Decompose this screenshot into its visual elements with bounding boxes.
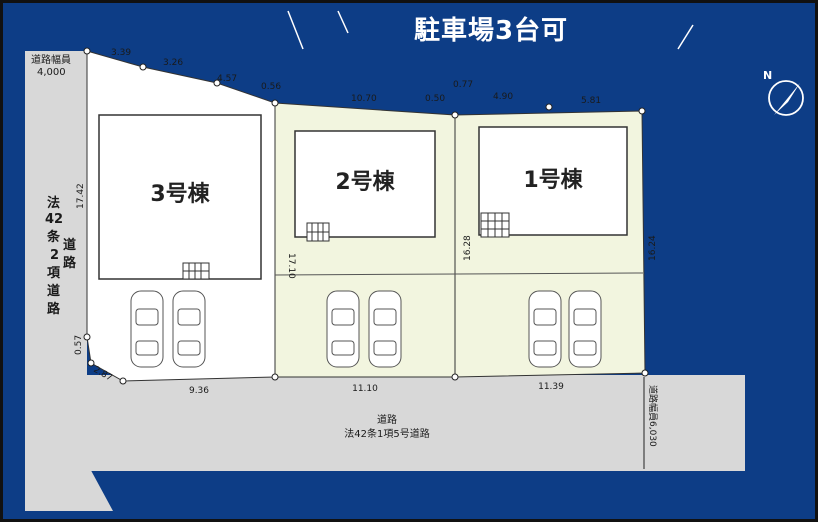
svg-text:42: 42 — [45, 212, 63, 227]
car-icon — [130, 290, 164, 368]
left-road — [25, 51, 113, 511]
dim-top-9: 5.81 — [581, 96, 601, 106]
svg-text:2: 2 — [50, 248, 59, 263]
car-icon — [528, 290, 562, 368]
building-3 — [98, 114, 262, 280]
svg-text:条: 条 — [47, 229, 61, 245]
car-icon — [326, 290, 360, 368]
left-road-width-label: 道路幅員 — [31, 53, 71, 66]
right-road-width: 道路幅員6,030 — [647, 385, 659, 447]
dim-top-3: 4.57 — [217, 74, 237, 84]
dim-lot2-bottom: 11.10 — [352, 384, 378, 394]
bottom-road-name: 道路 — [377, 413, 397, 426]
dim-top-1: 3.39 — [111, 48, 131, 58]
compass-north-label: N — [763, 69, 772, 82]
svg-text:道: 道 — [47, 283, 60, 299]
dim-lot1-right: 16.24 — [648, 235, 658, 261]
entrance-icon — [480, 212, 510, 238]
left-road-type: 法 42 条 2 項 道 路 道 路 — [45, 195, 77, 317]
dim-lot2-side: 17.10 — [286, 253, 296, 279]
dim-top-8: 4.90 — [493, 92, 513, 102]
car-icon — [172, 290, 206, 368]
dim-top-2: 3.26 — [163, 58, 183, 68]
parked-cars — [130, 290, 602, 368]
house-1-label: 1号棟 — [523, 167, 583, 193]
decor-line — [337, 10, 349, 34]
boundary-points — [83, 47, 649, 385]
dim-lot1-bottom: 11.39 — [538, 382, 564, 392]
dim-lot3-corner-a: 0.57 — [74, 335, 84, 355]
page-title: 駐車場3台可 — [414, 15, 568, 46]
car-icon — [368, 290, 402, 368]
house-2-label: 2号棟 — [335, 169, 395, 195]
dim-top-7: 0.77 — [453, 80, 473, 90]
building-2 — [294, 130, 436, 238]
svg-text:路: 路 — [47, 301, 61, 317]
dim-top-4: 0.56 — [261, 82, 281, 92]
bottom-road-type: 法42条1項5号道路 — [344, 427, 429, 440]
svg-text:法: 法 — [47, 195, 60, 211]
svg-text:路: 路 — [63, 255, 77, 271]
dim-lot3-left: 17.42 — [76, 183, 86, 209]
entrance-icon — [306, 222, 330, 242]
entrance-icon — [182, 262, 210, 280]
dim-lot1-left: 16.28 — [463, 235, 473, 261]
svg-text:道: 道 — [63, 237, 76, 253]
compass-icon: N — [763, 69, 804, 116]
decor-line — [677, 24, 694, 50]
house-3-label: 3号棟 — [150, 181, 210, 207]
site-plan-svg: 駐車場3台可 N 3号棟 2号棟 1号棟 — [25, 10, 804, 511]
decor-line — [287, 10, 304, 50]
dim-lot3-bottom: 9.36 — [189, 386, 209, 396]
site-plan: 駐車場3台可 N 3号棟 2号棟 1号棟 — [3, 3, 815, 519]
bottom-road — [87, 375, 745, 471]
dim-top-6: 0.50 — [425, 94, 445, 104]
car-icon — [568, 290, 602, 368]
svg-text:項: 項 — [47, 266, 61, 281]
left-road-width-value: 4,000 — [37, 67, 66, 78]
dim-top-5: 10.70 — [351, 94, 377, 104]
